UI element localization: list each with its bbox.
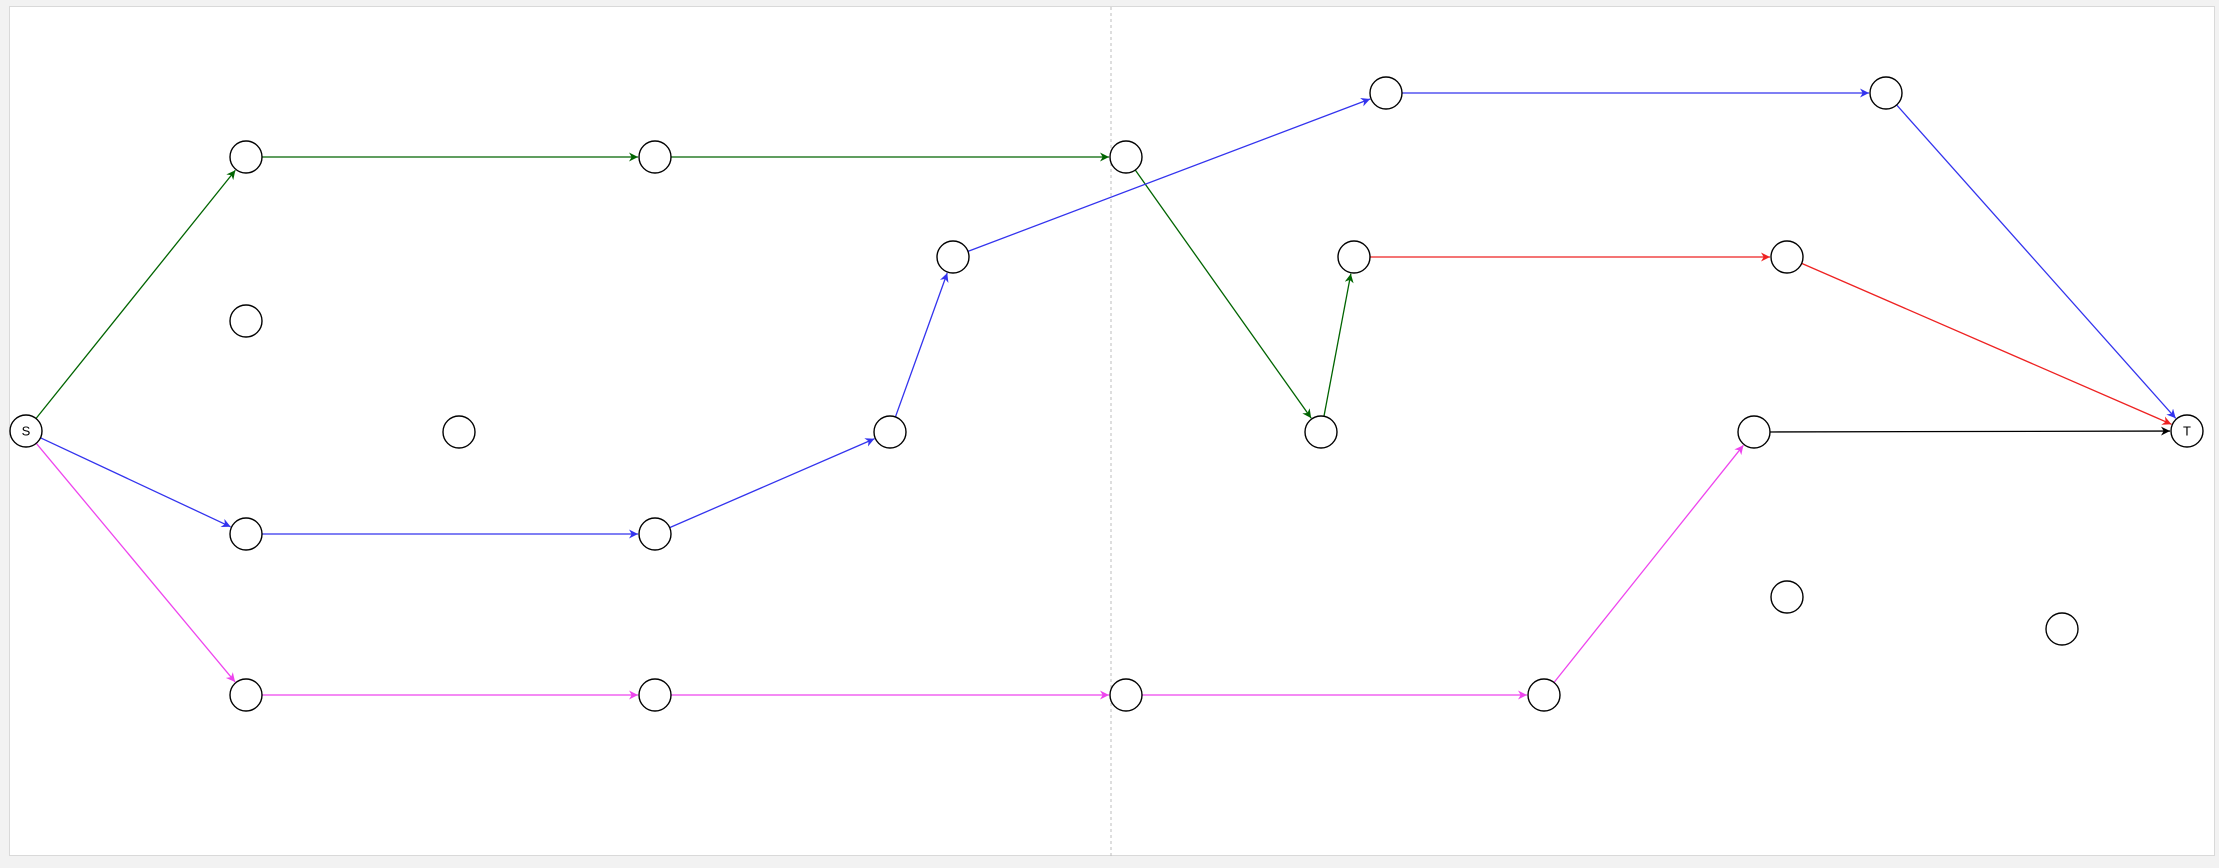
node-g4 xyxy=(1304,415,1338,449)
node-iso3 xyxy=(1770,580,1804,614)
edge-b4-to-b5 xyxy=(967,98,1371,252)
edge-m4-to-k1 xyxy=(1553,444,1744,683)
diagram-canvas xyxy=(9,6,2215,856)
node-b2 xyxy=(638,517,672,551)
node-circle-g2 xyxy=(638,140,672,174)
node-r1 xyxy=(1770,240,1804,274)
node-circle-b1 xyxy=(229,517,263,551)
edge-b2-to-b3 xyxy=(669,438,875,529)
node-T: T xyxy=(2170,414,2204,448)
node-b3 xyxy=(873,415,907,449)
node-b4 xyxy=(936,240,970,274)
edges-layer xyxy=(35,88,2177,700)
node-circle-g3 xyxy=(1109,140,1143,174)
node-label-S: S xyxy=(22,424,31,439)
node-circle-iso4 xyxy=(2045,612,2079,646)
edge-S-to-m1 xyxy=(35,442,236,683)
node-m4 xyxy=(1527,678,1561,712)
node-circle-b5 xyxy=(1369,76,1403,110)
node-circle-iso2 xyxy=(442,415,476,449)
edge-r1-to-T xyxy=(1801,262,2172,425)
node-circle-g5 xyxy=(1337,240,1371,274)
node-circle-m2 xyxy=(638,678,672,712)
node-circle-m4 xyxy=(1527,678,1561,712)
node-label-T: T xyxy=(2183,424,2191,439)
node-circle-r1 xyxy=(1770,240,1804,274)
node-iso1 xyxy=(229,304,263,338)
node-circle-m1 xyxy=(229,678,263,712)
node-circle-g4 xyxy=(1304,415,1338,449)
node-g3 xyxy=(1109,140,1143,174)
node-m1 xyxy=(229,678,263,712)
node-S: S xyxy=(9,414,43,448)
edge-k1-to-T xyxy=(1769,426,2171,436)
node-b1 xyxy=(229,517,263,551)
edge-S-to-b1 xyxy=(40,437,231,528)
node-k1 xyxy=(1737,415,1771,449)
node-circle-b2 xyxy=(638,517,672,551)
node-b5 xyxy=(1369,76,1403,110)
edge-g3-to-g4 xyxy=(1134,169,1312,419)
node-circle-b4 xyxy=(936,240,970,274)
edge-b6-to-T xyxy=(1896,104,2177,419)
node-m2 xyxy=(638,678,672,712)
node-g2 xyxy=(638,140,672,174)
node-circle-iso1 xyxy=(229,304,263,338)
node-b6 xyxy=(1869,76,1903,110)
node-circle-k1 xyxy=(1737,415,1771,449)
node-circle-T xyxy=(2170,414,2204,448)
edge-g4-to-g5 xyxy=(1323,273,1354,417)
node-m3 xyxy=(1109,678,1143,712)
node-iso2 xyxy=(442,415,476,449)
node-circle-g1 xyxy=(229,140,263,174)
node-circle-m3 xyxy=(1109,678,1143,712)
node-circle-b6 xyxy=(1869,76,1903,110)
node-circle-S xyxy=(9,414,43,448)
node-g1 xyxy=(229,140,263,174)
node-circle-iso3 xyxy=(1770,580,1804,614)
edge-S-to-g1 xyxy=(35,169,236,419)
node-circle-b3 xyxy=(873,415,907,449)
node-g5 xyxy=(1337,240,1371,274)
node-iso4 xyxy=(2045,612,2079,646)
edge-b3-to-b4 xyxy=(894,272,949,418)
